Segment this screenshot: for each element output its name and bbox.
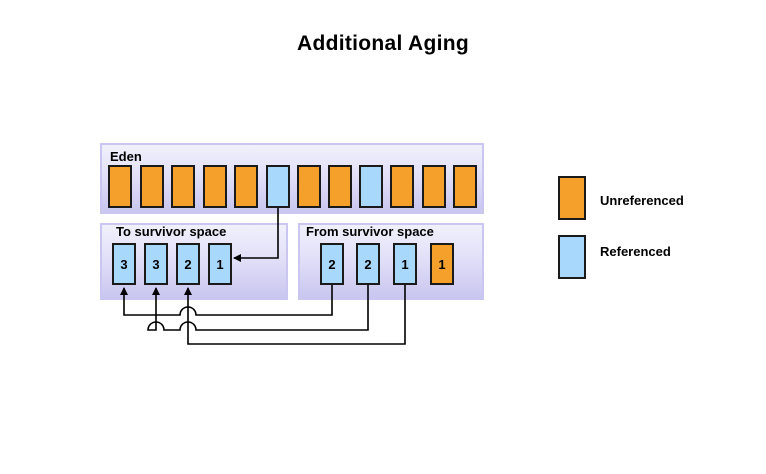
arrow-from-age2b (147, 285, 369, 331)
eden-region (100, 143, 484, 214)
eden-object (108, 165, 132, 208)
from-survivor-object: 2 (356, 243, 380, 285)
eden-object (266, 165, 290, 208)
eden-object (171, 165, 195, 208)
arrow-from-age1 (184, 285, 406, 345)
arrow-eden-to-survivor (233, 208, 279, 262)
eden-label: Eden (110, 149, 142, 164)
legend-unreferenced-swatch (558, 176, 586, 220)
diagram-title: Additional Aging (297, 32, 469, 55)
eden-object (234, 165, 258, 208)
eden-object (422, 165, 446, 208)
to-survivor-object: 1 (208, 243, 232, 285)
eden-object (359, 165, 383, 208)
to-survivor-object: 3 (112, 243, 136, 285)
eden-object (140, 165, 164, 208)
eden-object (390, 165, 414, 208)
from-survivor-label: From survivor space (306, 224, 434, 239)
to-survivor-label: To survivor space (116, 224, 227, 239)
from-survivor-object: 2 (320, 243, 344, 285)
to-survivor-object: 3 (144, 243, 168, 285)
eden-object (453, 165, 477, 208)
legend-referenced-swatch (558, 235, 586, 279)
eden-object (203, 165, 227, 208)
eden-object (328, 165, 352, 208)
from-survivor-object: 1 (430, 243, 454, 285)
to-survivor-object: 2 (176, 243, 200, 285)
legend-referenced-label: Referenced (600, 244, 671, 259)
from-survivor-object: 1 (393, 243, 417, 285)
eden-object (297, 165, 321, 208)
legend-unreferenced-label: Unreferenced (600, 193, 684, 208)
